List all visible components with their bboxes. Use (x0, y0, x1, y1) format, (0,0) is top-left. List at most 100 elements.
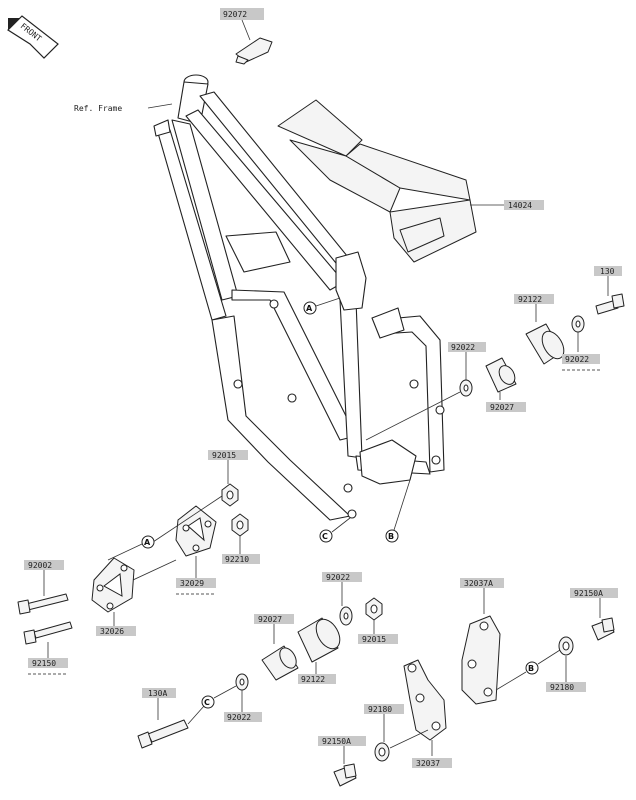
label-92027-lower: 92027 (258, 615, 282, 624)
leader-b-right (537, 649, 561, 665)
callout-a-left: A (141, 535, 155, 549)
leader-a-left (107, 543, 143, 561)
callout-c-frame: C (319, 529, 333, 543)
washer-92022-lower (339, 606, 353, 626)
callout-a-frame-text: A (306, 304, 313, 313)
label-92022-right: 92022 (565, 355, 589, 364)
bolt-92002 (17, 593, 69, 615)
leader-a-to-nut (149, 495, 223, 545)
guard-14024 (277, 99, 477, 263)
washer-92180-right (558, 636, 574, 656)
label-box-130-top (594, 266, 622, 276)
bracket-32026 (91, 557, 135, 613)
washer-92022-mid (459, 379, 473, 397)
label-box-92072 (220, 8, 264, 20)
bolt-92150A-right (591, 617, 615, 641)
label-92015-lower: 92015 (362, 635, 386, 644)
label-box-32029 (176, 578, 216, 588)
label-32037A: 32037A (464, 579, 493, 588)
label-box-92022-right (562, 354, 600, 364)
bracket-32029 (175, 505, 217, 557)
callout-b-right: B (525, 661, 539, 675)
label-92122-lower: 92122 (301, 675, 325, 684)
label-box-92180-right (546, 682, 586, 692)
label-box-92027-mid (486, 402, 526, 412)
label-box-92022-bottom (224, 712, 262, 722)
label-92022-lower: 92022 (326, 573, 350, 582)
label-92180-bottom: 92180 (368, 705, 392, 714)
leader-c-lower-left (187, 705, 205, 725)
label-92022-mid: 92022 (451, 343, 475, 352)
spacer-92027-lower (261, 645, 299, 681)
ref-frame-label: Ref. Frame (74, 104, 122, 113)
callout-a-frame: A (303, 301, 317, 315)
washer-92180-bottom (374, 742, 390, 762)
label-box-92150 (28, 658, 68, 668)
label-92015-left: 92015 (212, 451, 236, 460)
label-32026: 32026 (100, 627, 124, 636)
label-92150A-bottom: 92150A (322, 737, 351, 746)
label-box-32026 (96, 626, 136, 636)
callout-b-frame-text: B (388, 532, 394, 541)
label-box-32037 (412, 758, 452, 768)
label-box-92210 (222, 554, 260, 564)
washer-92022-bottom (235, 673, 249, 691)
label-14024: 14024 (508, 201, 532, 210)
label-box-32037A (460, 578, 504, 588)
leader-92072 (241, 19, 251, 41)
label-92002: 92002 (28, 561, 52, 570)
label-box-92150A-right (570, 588, 618, 598)
collar-92122-lower (297, 617, 341, 663)
label-box-92122-top (514, 294, 554, 304)
bolt-130-top (595, 293, 625, 315)
label-92072: 92072 (223, 10, 247, 19)
label-box-92122-lower (298, 674, 336, 684)
label-92210: 92210 (225, 555, 249, 564)
nut-92015-lower (365, 597, 383, 621)
label-box-92015-left (208, 450, 248, 460)
front-arrow-icon: FRONT (7, 15, 59, 59)
callout-c-lower: C (201, 695, 215, 709)
callout-a-left-text: A (144, 538, 151, 547)
label-32037: 32037 (416, 759, 440, 768)
washer-92022-right (571, 315, 585, 333)
callout-b-frame: B (385, 529, 399, 543)
callout-c-frame-text: C (322, 532, 328, 541)
leader-callout-a-frame (315, 297, 341, 307)
label-box-14024 (504, 200, 544, 210)
leader-92180-to-32037 (389, 729, 429, 749)
label-92122-top: 92122 (518, 295, 542, 304)
label-box-92027-lower (254, 614, 294, 624)
bracket-32037A (461, 615, 501, 705)
label-130A: 130A (148, 689, 167, 698)
nut-92210 (231, 513, 249, 537)
label-130-top: 130 (600, 267, 615, 276)
label-box-92015-lower (358, 634, 398, 644)
leader-c-lower (213, 685, 237, 699)
leader-callout-c-frame (331, 517, 351, 533)
label-box-92150A-bottom (318, 736, 366, 746)
label-92150A-right: 92150A (574, 589, 603, 598)
label-92027-mid: 92027 (490, 403, 514, 412)
bolt-92150A-bottom (333, 763, 357, 787)
label-92022-bottom: 92022 (227, 713, 251, 722)
label-box-92022-lower (322, 572, 362, 582)
nut-92015-left (221, 483, 239, 507)
spacer-92027-mid (485, 357, 517, 393)
label-32029: 32029 (180, 579, 204, 588)
label-box-92180-bottom (364, 704, 404, 714)
bolt-130A (137, 719, 189, 749)
clip-92072 (235, 37, 273, 65)
callout-b-right-text: B (528, 664, 534, 673)
collar-92122-top (525, 323, 565, 365)
frame-drawing (153, 74, 445, 521)
label-92180-right: 92180 (550, 683, 574, 692)
label-box-92022-mid (448, 342, 486, 352)
callout-c-lower-text: C (204, 698, 210, 707)
leader-b-right-left (495, 671, 527, 691)
bolt-92150 (23, 621, 73, 645)
leader-callout-b-frame (393, 479, 411, 531)
label-92150: 92150 (32, 659, 56, 668)
label-box-130A (142, 688, 176, 698)
